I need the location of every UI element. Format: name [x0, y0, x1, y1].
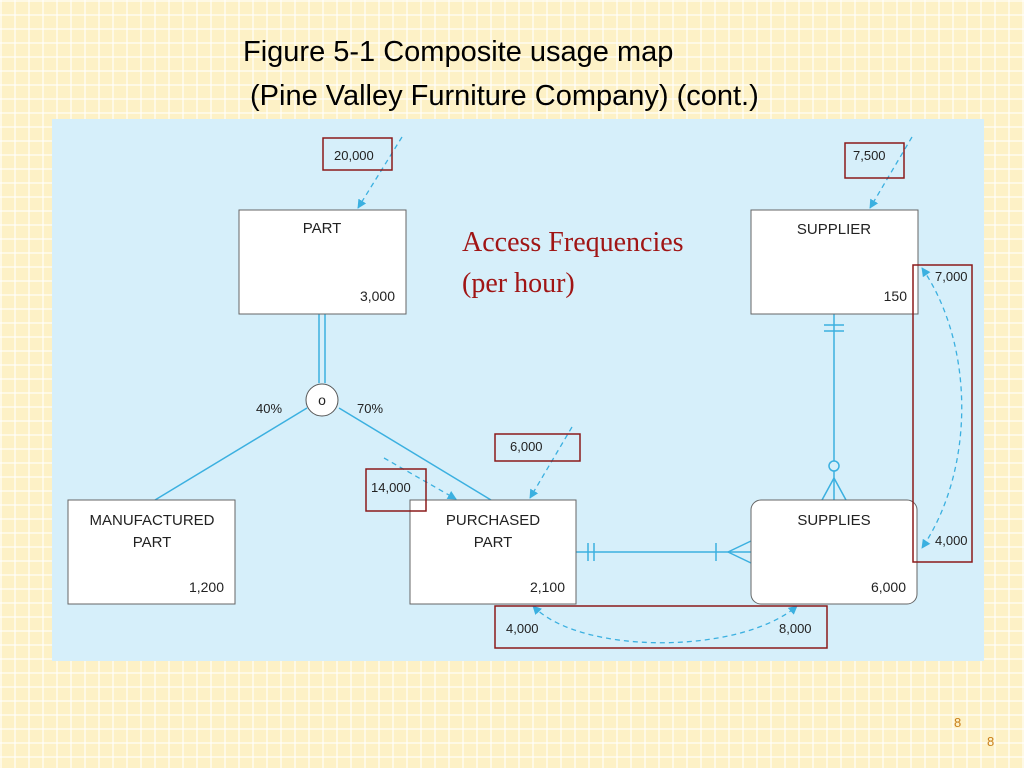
- entity-supplies: SUPPLIES 6,000: [750, 499, 918, 605]
- supplies-crowfoot-left: [821, 477, 835, 501]
- entity-supplies-name: SUPPLIES: [797, 512, 870, 529]
- entity-manufactured-part-name-line1: MANUFACTURED: [89, 512, 214, 529]
- supplies-crowfoot-top: [727, 540, 752, 553]
- freq-purchased-to-supplies: 8,000: [779, 621, 812, 636]
- access-path-part-to-purchased: [383, 457, 457, 500]
- freq-supplier-direct: 7,500: [853, 148, 886, 163]
- supplies-crowfoot-right: [833, 477, 847, 501]
- access-path-supplier-supplies: [921, 267, 963, 549]
- entity-part-name: PART: [303, 220, 342, 237]
- entity-part-volume: 3,000: [360, 288, 395, 304]
- access-path-part: [357, 136, 403, 209]
- subtype-to-purchased-line: [338, 407, 492, 501]
- entity-supplier-volume: 150: [884, 288, 908, 304]
- entity-purchased-part-name-line1: PURCHASED: [446, 512, 540, 529]
- subtype-circle: [305, 383, 339, 417]
- highlight-boxes: [322, 137, 973, 649]
- highlight-supplier-direct: [844, 142, 905, 179]
- highlight-supplier-supplies: [912, 264, 973, 563]
- access-paths: [357, 136, 963, 644]
- page-number-outer: 8: [987, 734, 995, 749]
- access-path-supplier: [869, 136, 913, 209]
- supplies-crowfoot-bottom: [727, 551, 752, 564]
- note-line1: Access Frequencies: [462, 227, 684, 258]
- access-frequency-note: Access Frequencies (per hour): [462, 222, 684, 304]
- freq-supplies-to-purchased: 4,000: [506, 621, 539, 636]
- access-path-purchased-part: [529, 426, 573, 499]
- highlight-purchased-supplies: [494, 605, 828, 649]
- freq-part-direct: 20,000: [334, 148, 374, 163]
- highlight-part-direct: [322, 137, 393, 171]
- slide-title-line2: (Pine Valley Furniture Company) (cont.): [250, 80, 759, 112]
- freq-supplies-to-supplier: 4,000: [935, 533, 968, 548]
- entity-manufactured-part: MANUFACTURED PART 1,200: [67, 499, 236, 605]
- freq-supplier-to-supplies: 7,000: [935, 269, 968, 284]
- entity-supplier-name: SUPPLIER: [797, 221, 871, 238]
- subtype-symbol: o: [318, 392, 326, 408]
- highlight-part-to-purchased: [365, 468, 427, 512]
- entity-purchased-part: PURCHASED PART 2,100: [409, 499, 577, 605]
- highlight-purchased-direct: [494, 433, 581, 462]
- entity-manufactured-part-volume: 1,200: [189, 579, 224, 595]
- note-line2: (per hour): [462, 268, 575, 299]
- freq-part-to-purchased: 14,000: [371, 480, 411, 495]
- subtype-to-manufactured-line: [154, 407, 308, 501]
- slide-title-line1: Figure 5-1 Composite usage map: [243, 36, 674, 68]
- relationship-lines: [154, 314, 847, 564]
- page-number-inner: 8: [954, 715, 962, 730]
- freq-purchased-direct: 6,000: [510, 439, 543, 454]
- access-path-purchased-supplies: [532, 605, 798, 644]
- entity-manufactured-part-name-line2: PART: [133, 534, 172, 551]
- entity-supplies-volume: 6,000: [871, 579, 906, 595]
- entity-purchased-part-volume: 2,100: [530, 579, 565, 595]
- subtype-pct-purchased: 70%: [357, 401, 383, 416]
- supplies-optional-circle: [828, 460, 840, 472]
- entity-purchased-part-name-line2: PART: [474, 534, 513, 551]
- entity-part: PART 3,000: [238, 209, 407, 315]
- subtype-pct-manufactured: 40%: [256, 401, 282, 416]
- entity-supplier: SUPPLIER 150: [750, 209, 919, 315]
